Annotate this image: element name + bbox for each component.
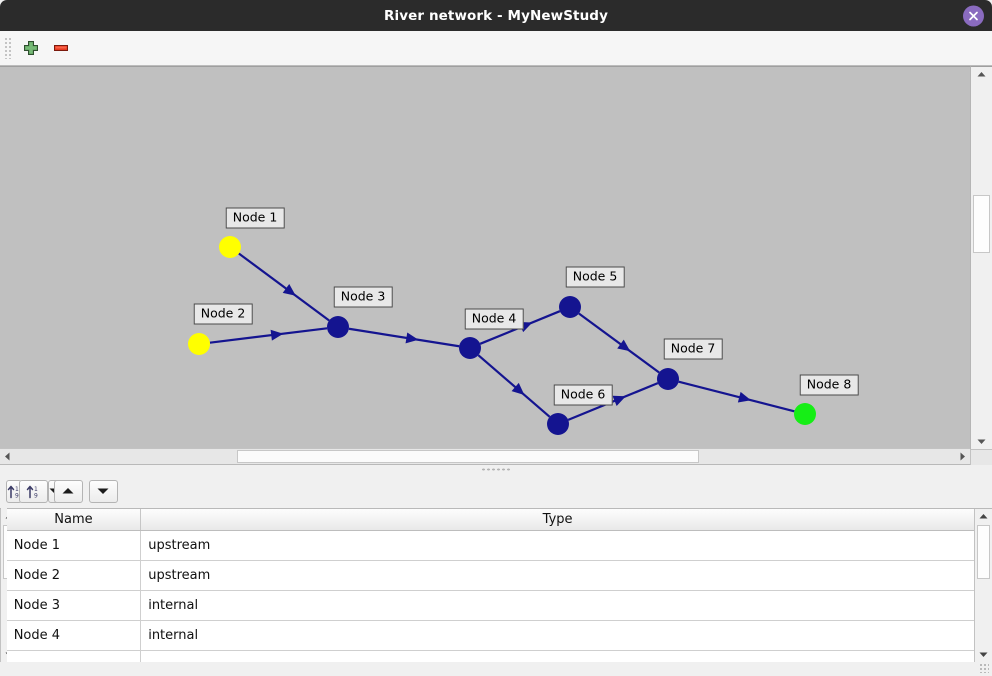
node-cell[interactable] <box>6 650 142 662</box>
edge-arrow-icon <box>270 329 284 341</box>
triangle-up-icon <box>62 488 74 494</box>
scroll-right-icon[interactable] <box>955 449 970 464</box>
horizontal-scroll-thumb[interactable] <box>237 450 699 463</box>
sort-ascending-icon: 1 9 <box>26 485 38 499</box>
splitter-grip <box>481 468 511 471</box>
svg-text:1: 1 <box>34 486 38 493</box>
edge-arrow-icon <box>405 332 419 344</box>
scroll-up-icon[interactable] <box>971 67 992 82</box>
vertical-scroll-thumb[interactable] <box>973 195 990 253</box>
node-column-header[interactable]: Name <box>6 509 142 531</box>
node-cell[interactable]: Node 2 <box>6 560 142 591</box>
node-statusbar <box>6 662 992 676</box>
node-scroll-up-icon[interactable] <box>975 509 992 524</box>
red-minus-delete-icon <box>54 45 68 51</box>
network-edge <box>209 327 328 344</box>
network-edge <box>348 327 460 348</box>
network-edge <box>578 312 660 374</box>
edge-arrow-icon <box>282 284 296 296</box>
graph-node-node-8[interactable] <box>794 403 816 425</box>
node-table-scrollbar[interactable] <box>974 509 992 662</box>
close-icon[interactable] <box>963 5 984 26</box>
network-graph-panel: Node 1 Node 2 Node 3 Node 4 Node 5 Node 6 Node… <box>0 66 992 465</box>
node-cell[interactable]: Node 3 <box>6 590 142 621</box>
graph-node-node-3[interactable] <box>327 316 349 338</box>
svg-text:1: 1 <box>15 486 19 493</box>
graph-node-node-1[interactable] <box>219 236 241 258</box>
edge-arrow-icon <box>737 391 752 403</box>
graph-node-label[interactable]: Node 6 <box>553 384 613 406</box>
node-scroll-thumb[interactable] <box>977 525 991 579</box>
graph-node-label[interactable]: Node 3 <box>333 286 393 308</box>
sort-ascending-icon: 1 9 <box>7 485 19 499</box>
scroll-down-icon[interactable] <box>971 434 992 449</box>
canvas-vertical-scrollbar[interactable] <box>970 66 992 449</box>
toolbar-drag-handle[interactable] <box>4 37 12 59</box>
node-move-down-button[interactable] <box>88 479 118 503</box>
tables-region: 1 9 <box>0 474 992 676</box>
table-row[interactable] <box>6 650 975 662</box>
node-move-up-button[interactable] <box>53 479 83 503</box>
graph-node-label[interactable]: Node 4 <box>464 308 524 330</box>
graph-node-label[interactable]: Node 2 <box>193 303 253 325</box>
network-edge <box>477 354 551 418</box>
node-cell[interactable]: upstream <box>140 530 975 561</box>
graph-node-label[interactable]: Node 8 <box>799 374 859 396</box>
graph-node-label[interactable]: Node 1 <box>225 207 285 229</box>
node-cell[interactable]: internal <box>140 620 975 651</box>
branch-panel: 1 9 <box>0 474 62 676</box>
node-cell[interactable] <box>140 650 975 662</box>
close-x-glyph <box>969 11 978 20</box>
green-plus-add-icon <box>24 41 38 55</box>
horizontal-splitter[interactable] <box>0 464 992 474</box>
branch-statusbar <box>0 662 1 676</box>
triangle-down-icon <box>97 488 109 494</box>
window-title: River network - MyNewStudy <box>384 7 608 24</box>
main-toolbar <box>0 31 992 66</box>
node-cell[interactable]: Node 1 <box>6 530 142 561</box>
node-panel: 1 9 <box>6 474 992 676</box>
edge-arrow-icon <box>511 382 525 395</box>
network-edge <box>238 252 330 322</box>
graph-node-label[interactable]: Node 5 <box>565 266 625 288</box>
scrollbar-corner <box>970 449 992 465</box>
node-cell[interactable]: internal <box>140 590 975 621</box>
node-column-header[interactable]: Type <box>140 509 975 531</box>
edge-arrow-icon <box>617 339 631 352</box>
scroll-left-icon[interactable] <box>0 449 15 464</box>
add-node-button[interactable] <box>16 34 46 62</box>
canvas-horizontal-scrollbar[interactable] <box>0 448 970 464</box>
node-cell[interactable]: upstream <box>140 560 975 591</box>
node-sort-button[interactable]: 1 9 <box>18 479 48 503</box>
graph-node-node-6[interactable] <box>547 413 569 435</box>
graph-node-node-7[interactable] <box>657 368 679 390</box>
node-scroll-down-icon[interactable] <box>975 647 992 662</box>
network-edge <box>678 380 795 413</box>
network-canvas[interactable]: Node 1 Node 2 Node 3 Node 4 Node 5 Node 6 Node… <box>0 66 970 448</box>
node-cell[interactable]: Node 4 <box>6 620 142 651</box>
delete-node-button[interactable] <box>46 34 76 62</box>
window-titlebar: River network - MyNewStudy <box>0 0 992 31</box>
node-toolbar: 1 9 <box>7 474 992 508</box>
graph-node-node-5[interactable] <box>559 296 581 318</box>
graph-node-node-2[interactable] <box>188 333 210 355</box>
svg-text:9: 9 <box>34 492 38 499</box>
graph-node-node-4[interactable] <box>459 337 481 359</box>
graph-node-label[interactable]: Node 7 <box>663 338 723 360</box>
window-resize-grip[interactable] <box>979 663 989 673</box>
edge-arrow-icon <box>612 395 626 406</box>
svg-text:9: 9 <box>15 492 19 499</box>
